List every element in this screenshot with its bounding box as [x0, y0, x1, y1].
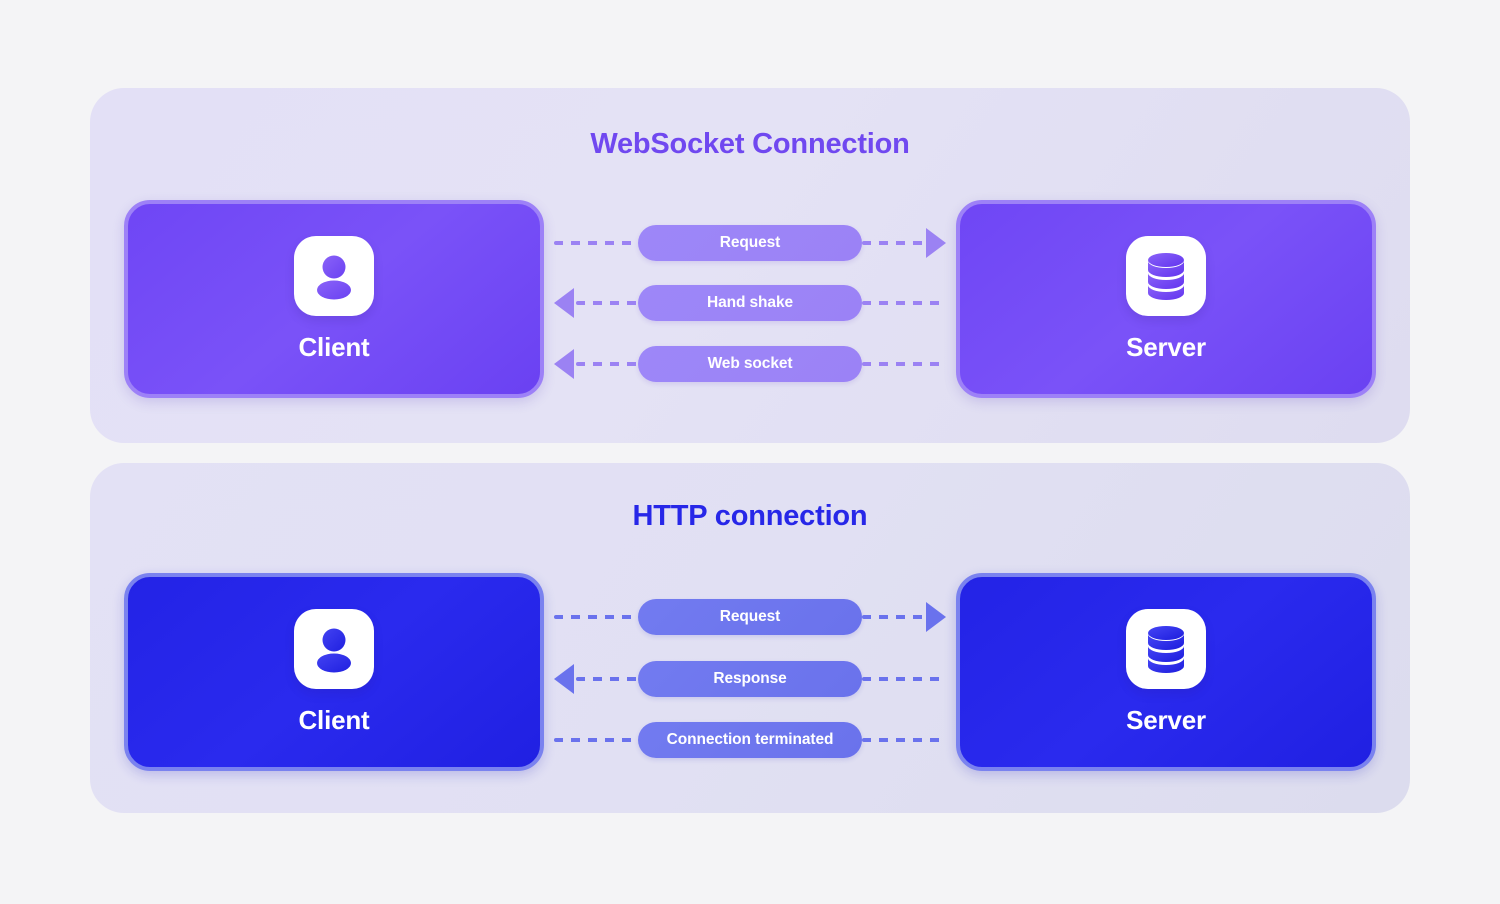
dashed-line	[862, 615, 924, 619]
node-label-server: Server	[1126, 331, 1206, 362]
message-row: Web socket	[554, 346, 946, 382]
node-client-http: Client	[124, 573, 544, 771]
node-label-server: Server	[1126, 704, 1206, 735]
message-row: Request	[554, 225, 946, 261]
message-row: Connection terminated	[554, 722, 946, 758]
message-pill: Request	[638, 599, 862, 635]
arrow-left-icon	[554, 349, 574, 379]
message-right-segment	[862, 722, 946, 758]
message-pill: Request	[638, 225, 862, 261]
arrow-right-icon	[926, 602, 946, 632]
message-left-segment	[554, 722, 638, 758]
message-row: Hand shake	[554, 285, 946, 321]
message-left-segment	[554, 225, 638, 261]
dashed-line	[862, 362, 946, 366]
node-server-http: Server	[956, 573, 1376, 771]
panel-http: HTTP connection Client	[90, 463, 1410, 813]
message-right-segment	[862, 225, 946, 261]
panel-title-websocket: WebSocket Connection	[590, 128, 910, 160]
message-right-segment	[862, 285, 946, 321]
dashed-line	[576, 301, 638, 305]
panel-title-http: HTTP connection	[632, 500, 868, 532]
message-left-segment	[554, 285, 638, 321]
node-label-client: Client	[298, 704, 370, 735]
dashed-line	[862, 677, 946, 681]
message-left-segment	[554, 599, 638, 635]
message-pill: Response	[638, 661, 862, 697]
dashed-line	[576, 362, 638, 366]
message-right-segment	[862, 661, 946, 697]
arrow-left-icon	[554, 288, 574, 318]
database-icon	[1126, 608, 1206, 689]
message-pill: Connection terminated	[638, 722, 862, 758]
arrow-left-icon	[554, 664, 574, 694]
panel-websocket: WebSocket Connection Client	[90, 88, 1410, 443]
node-label-client: Client	[298, 331, 370, 362]
node-client-websocket: Client	[124, 200, 544, 398]
dashed-line	[554, 615, 638, 619]
message-pill: Web socket	[638, 346, 862, 382]
message-right-segment	[862, 599, 946, 635]
dashed-line	[554, 241, 638, 245]
arrow-right-icon	[926, 228, 946, 258]
dashed-line	[576, 677, 638, 681]
user-icon	[294, 235, 374, 316]
message-row: Request	[554, 599, 946, 635]
dashed-line	[862, 241, 924, 245]
message-right-segment	[862, 346, 946, 382]
user-icon	[294, 608, 374, 689]
message-row: Response	[554, 661, 946, 697]
dashed-line	[862, 738, 946, 742]
message-left-segment	[554, 661, 638, 697]
database-icon	[1126, 235, 1206, 316]
dashed-line	[554, 738, 638, 742]
dashed-line	[862, 301, 946, 305]
message-pill: Hand shake	[638, 285, 862, 321]
message-left-segment	[554, 346, 638, 382]
node-server-websocket: Server	[956, 200, 1376, 398]
